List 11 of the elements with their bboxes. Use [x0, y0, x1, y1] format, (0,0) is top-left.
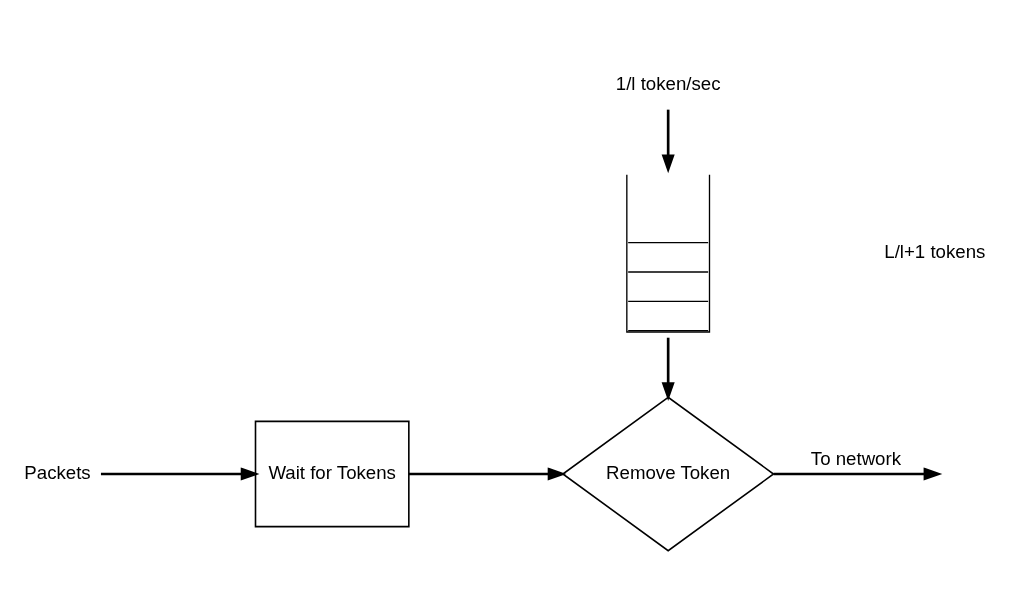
- arrow: [100, 466, 260, 481]
- node-text: 1/l token/sec: [615, 72, 721, 94]
- arrow: [661, 109, 675, 173]
- edge-label: To network: [810, 447, 902, 469]
- node-text: Packets: [24, 461, 91, 483]
- arrow: [661, 337, 675, 401]
- arrow: [408, 466, 567, 481]
- arrow: [773, 466, 943, 481]
- label: L/l+1 tokens: [884, 240, 986, 262]
- node-box: Wait for Tokens: [254, 420, 410, 527]
- node-diamond: Remove Token: [561, 395, 775, 552]
